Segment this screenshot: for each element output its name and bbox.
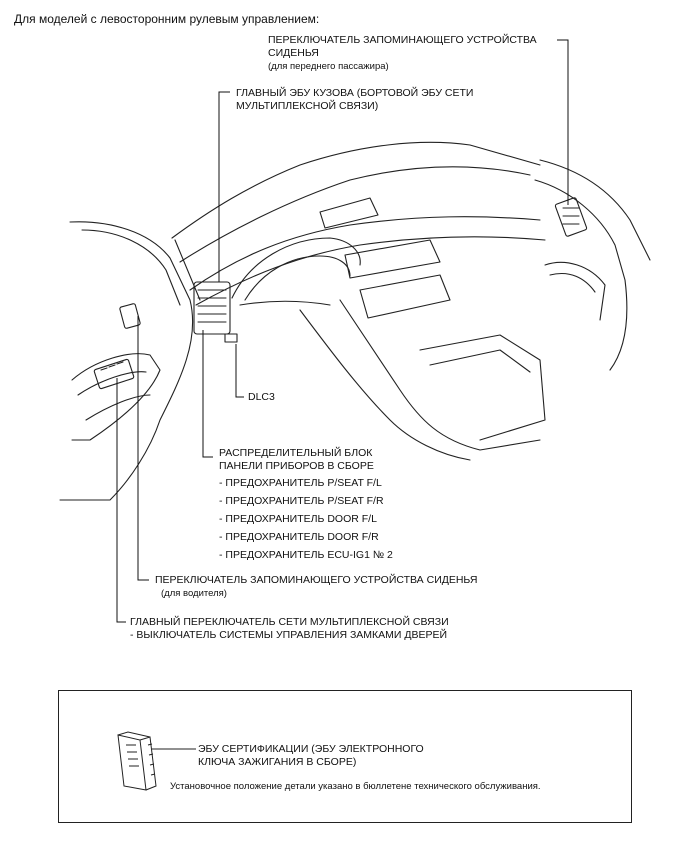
fuse-item: - ПРЕДОХРАНИТЕЛЬ P/SEAT F/R (219, 495, 384, 507)
ecu-body (117, 734, 147, 791)
driver-memory-switch-label: ПЕРЕКЛЮЧАТЕЛЬ ЗАПОМИНАЮЩЕГО УСТРОЙСТВА С… (155, 574, 478, 586)
fuse-item: - ПРЕДОХРАНИТЕЛЬ P/SEAT F/L (219, 477, 382, 489)
passenger-memory-switch-label-2: СИДЕНЬЯ (268, 47, 319, 59)
main-body-ecu-label-2: МУЛЬТИПЛЕКСНОЙ СВЯЗИ) (236, 100, 379, 112)
multiplex-master-switch-label: ГЛАВНЫЙ ПЕРЕКЛЮЧАТЕЛЬ СЕТИ МУЛЬТИПЛЕКСНО… (130, 616, 449, 628)
certification-ecu-label-2: КЛЮЧА ЗАЖИГАНИЯ В СБОРЕ) (198, 756, 357, 768)
passenger-memory-switch-label: ПЕРЕКЛЮЧАТЕЛЬ ЗАПОМИНАЮЩЕГО УСТРОЙСТВА (268, 34, 537, 46)
certification-ecu-box (58, 690, 632, 823)
page-header: Для моделей с левосторонним рулевым упра… (14, 12, 320, 26)
junction-block-label: РАСПРЕДЕЛИТЕЛЬНЫЙ БЛОК (219, 447, 373, 459)
dlc3-label: DLC3 (248, 391, 275, 403)
certification-ecu-label: ЭБУ СЕРТИФИКАЦИИ (ЭБУ ЭЛЕКТРОННОГО (198, 743, 424, 755)
fuse-item: - ПРЕДОХРАНИТЕЛЬ ECU-IG1 № 2 (219, 549, 393, 561)
driver-memory-switch-note: (для водителя) (161, 588, 227, 599)
main-body-ecu-label: ГЛАВНЫЙ ЭБУ КУЗОВА (БОРТОВОЙ ЭБУ СЕТИ (236, 87, 474, 99)
fuse-item: - ПРЕДОХРАНИТЕЛЬ DOOR F/R (219, 531, 379, 543)
door-lock-switch-label: - ВЫКЛЮЧАТЕЛЬ СИСТЕМЫ УПРАВЛЕНИЯ ЗАМКАМИ… (130, 629, 448, 641)
junction-block-label-2: ПАНЕЛИ ПРИБОРОВ В СБОРЕ (219, 460, 374, 472)
fuse-item: - ПРЕДОХРАНИТЕЛЬ DOOR F/L (219, 513, 377, 525)
service-bulletin-note: Установочное положение детали указано в … (170, 781, 541, 792)
passenger-memory-switch-note: (для переднего пассажира) (268, 61, 389, 72)
